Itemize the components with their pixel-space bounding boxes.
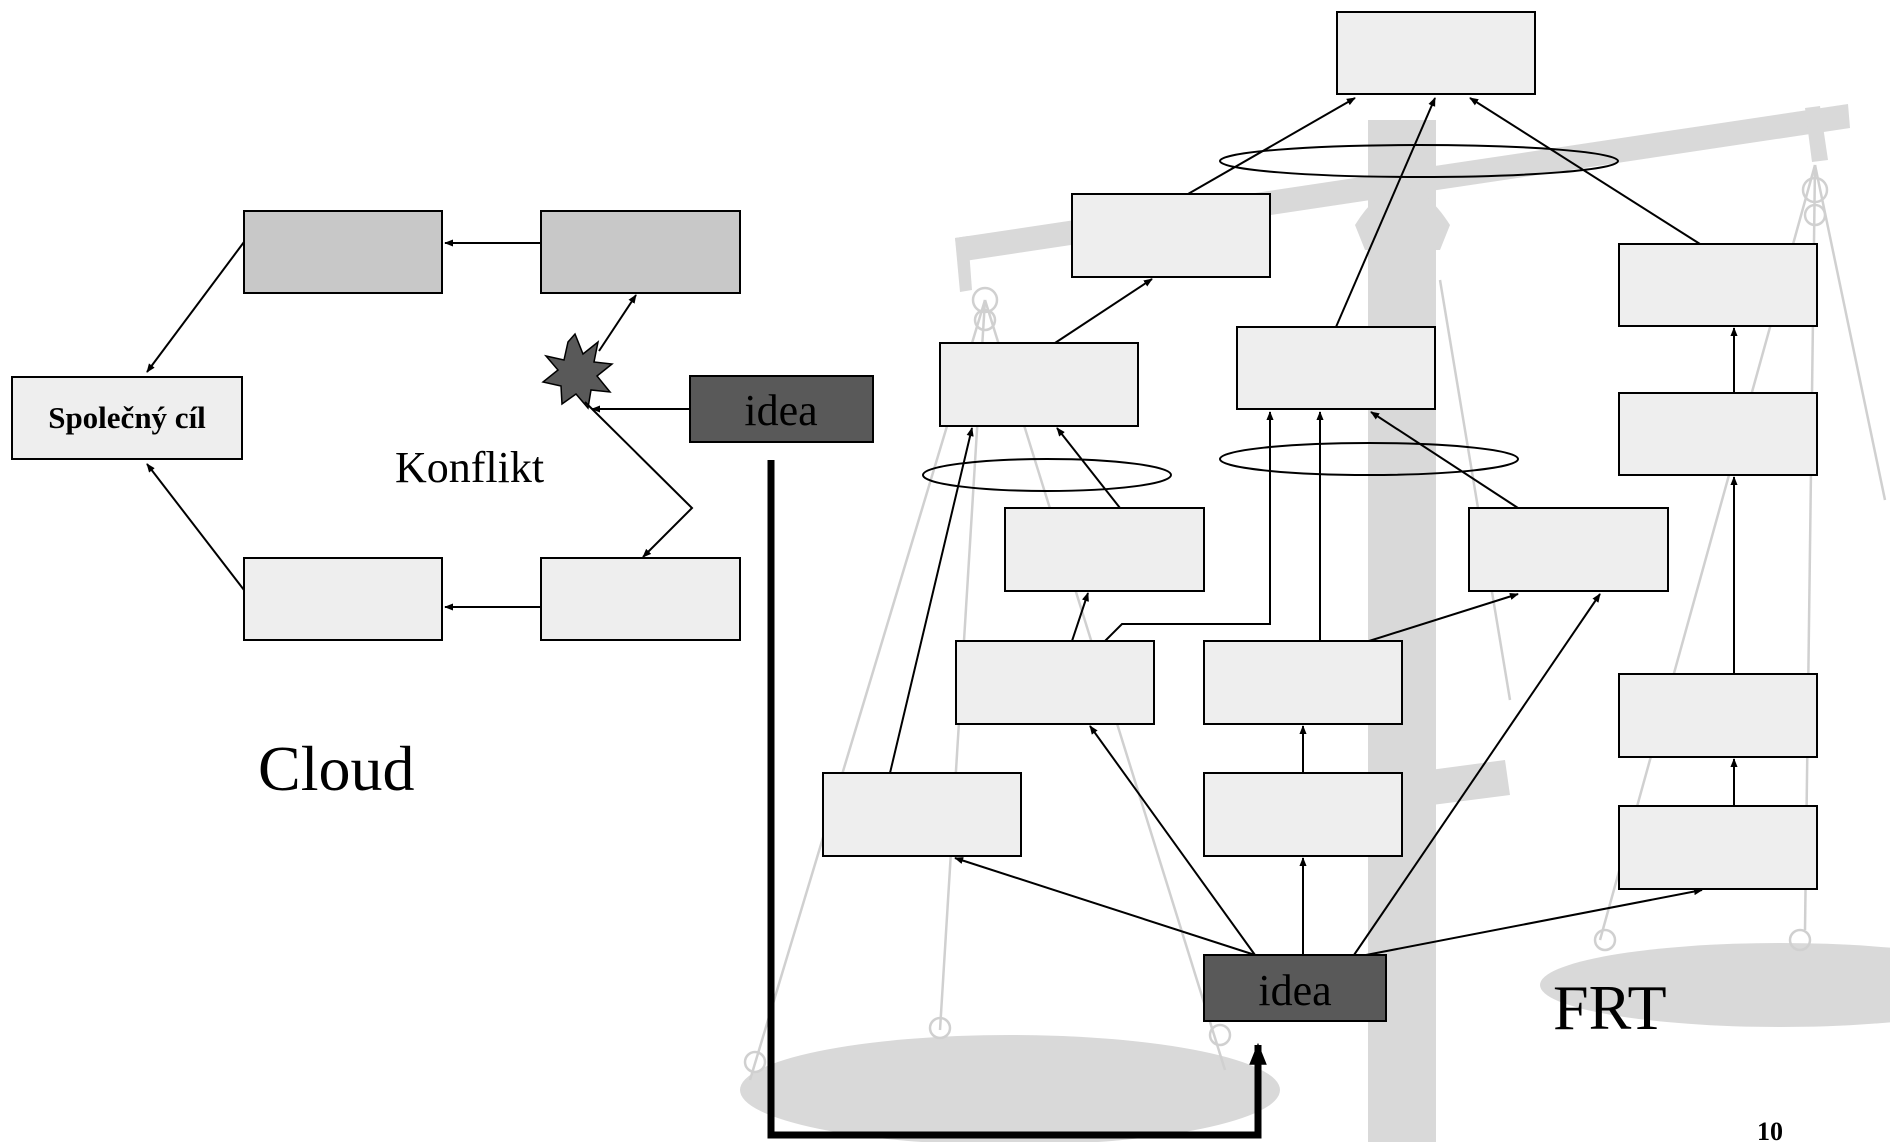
page-number: 10 <box>1757 1117 1783 1142</box>
cloud-diagram: Společný cíl idea Konflikt Cloud <box>11 210 874 804</box>
frt-idea-label: idea <box>1258 966 1331 1015</box>
and-connector-middle <box>1219 442 1519 476</box>
cloud-goal-label: Společný cíl <box>48 400 206 435</box>
frt-title: FRT <box>1553 972 1667 1043</box>
cloud-arrows <box>146 239 694 611</box>
frt-box-m4 <box>1203 640 1403 725</box>
frt-diagram: idea FRT 10 <box>822 11 1818 1146</box>
frt-box-r4 <box>1618 673 1818 758</box>
frt-idea-box <box>1203 954 1387 1022</box>
cloud-to-frt-connector <box>767 460 1267 1139</box>
frt-box-top <box>1336 11 1536 95</box>
cloud-requirement-top <box>243 210 443 294</box>
cloud-title: Cloud <box>258 733 414 804</box>
frt-box-l3 <box>1004 507 1205 592</box>
frt-box-r5 <box>1618 805 1818 890</box>
and-connector-left <box>922 458 1172 492</box>
frt-boxes <box>822 11 1818 890</box>
cloud-idea-label: idea <box>744 386 817 435</box>
cloud-prerequisite-top <box>540 210 741 294</box>
frt-box-m3 <box>1468 507 1669 592</box>
cloud-goal-box <box>11 376 243 460</box>
frt-arrows <box>889 97 1738 956</box>
frt-box-r2 <box>1618 392 1818 476</box>
cloud-prerequisite-bottom <box>540 557 741 641</box>
frt-box-r1 <box>1618 243 1818 327</box>
cloud-requirement-bottom <box>243 557 443 641</box>
cloud-idea-box <box>689 375 874 443</box>
frt-box-l5 <box>822 772 1022 857</box>
frt-box-l4 <box>955 640 1155 725</box>
frt-box-l2 <box>939 342 1139 427</box>
cloud-conflict-label: Konflikt <box>395 443 544 492</box>
frt-box-m2 <box>1236 326 1436 410</box>
frt-box-l1 <box>1071 193 1271 278</box>
and-connector-top <box>1219 144 1619 178</box>
frt-box-m5 <box>1203 772 1403 857</box>
conflict-burst-icon <box>541 332 614 410</box>
